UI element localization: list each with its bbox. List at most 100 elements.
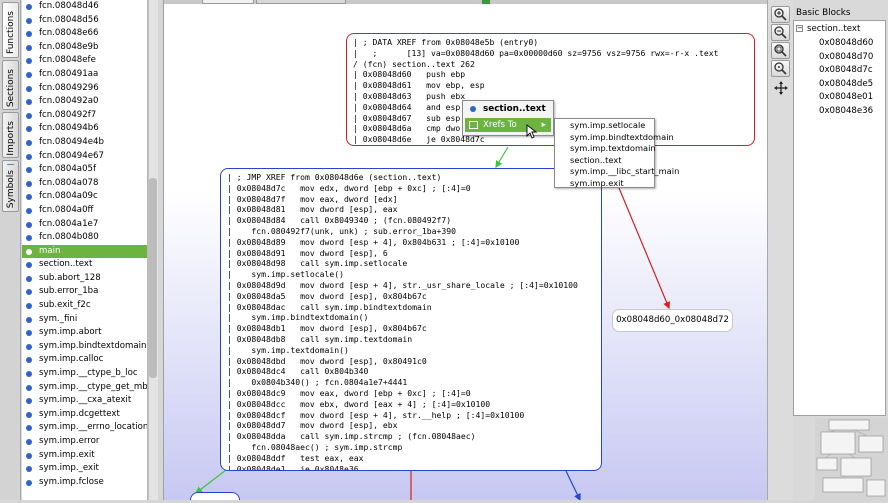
zoom-fit-button[interactable] <box>771 42 790 59</box>
tab-sections[interactable]: Sections <box>2 60 19 110</box>
function-list-item[interactable]: sub.exit_f2c <box>22 299 147 313</box>
graph-view[interactable]: | ; DATA XREF from 0x08048e5b (entry0)| … <box>163 0 767 500</box>
asm-line: | 0x08048db1 mov dword [esp], 0x804b67c <box>227 323 595 334</box>
function-icon <box>26 480 32 486</box>
function-list-item[interactable]: fcn.080494e67 <box>22 150 147 164</box>
basic-block-item[interactable]: 0x08048d60 <box>819 38 873 48</box>
function-list-item[interactable]: fcn.080494e4b <box>22 136 147 150</box>
function-icon <box>26 317 32 323</box>
move-icon <box>774 81 788 95</box>
edge-false <box>619 188 669 308</box>
function-list-item[interactable]: fcn.0804a05f <box>22 163 147 177</box>
function-list-item[interactable]: section..text <box>22 258 147 272</box>
function-icon <box>26 72 32 78</box>
function-name: fcn.08048efe <box>39 55 96 65</box>
zoom-out-button[interactable] <box>771 24 790 41</box>
function-icon <box>26 249 32 255</box>
function-list-item[interactable]: fcn.08049296 <box>22 82 147 96</box>
function-icon <box>26 86 32 92</box>
function-list-item[interactable]: sym.imp.exit <box>22 449 147 463</box>
asm-line: | ; [13] va=0x08048d60 pa=0x00000d60 sz=… <box>353 48 748 59</box>
tab-functions[interactable]: Functions <box>2 2 19 58</box>
function-list-item[interactable]: fcn.0804a078 <box>22 177 147 191</box>
tree-root[interactable]: −section..text <box>796 24 860 34</box>
asm-line: | 0x0804b340() ; fcn.0804a1e7+4441 <box>227 377 595 388</box>
function-list-item[interactable]: fcn.0804a09c <box>22 190 147 204</box>
function-list-item[interactable]: main <box>22 245 147 259</box>
zoom-reset-button[interactable] <box>771 60 790 77</box>
asm-line: | 0x08048dc4 call 0x804b340 <box>227 366 595 377</box>
function-list-item[interactable]: sub.error_1ba <box>22 285 147 299</box>
function-list-item[interactable]: fcn.080491aa <box>22 68 147 82</box>
context-menu: section..text Xrefs To ▸ <box>462 100 554 136</box>
asm-line: | 0x08048dcf mov dword [esp + 4], str.__… <box>227 410 595 421</box>
function-list-item[interactable]: fcn.0804a0ff <box>22 204 147 218</box>
submenu-item[interactable]: section..text <box>555 155 654 167</box>
function-list-item[interactable]: sym.imp.fclose <box>22 476 147 490</box>
function-name: fcn.08048e66 <box>39 28 99 38</box>
function-list-item[interactable]: sym._fini <box>22 313 147 327</box>
basic-block-item[interactable]: 0x08048de5 <box>819 79 873 89</box>
scrollbar-thumb[interactable] <box>149 178 157 378</box>
function-list-item[interactable]: fcn.08048e66 <box>22 27 147 41</box>
function-list-item[interactable]: sym.imp._exit <box>22 462 147 476</box>
asm-line: | 0x08048ddf test eax, eax <box>227 453 595 464</box>
collapse-icon[interactable]: − <box>796 25 803 32</box>
submenu-item[interactable]: sym.imp.exit <box>555 178 654 190</box>
function-list-item[interactable]: sub.abort_128 <box>22 272 147 286</box>
function-icon <box>26 276 32 282</box>
zoom-in-icon <box>772 7 789 22</box>
function-list-item[interactable]: sym.imp.error <box>22 435 147 449</box>
submenu-item[interactable]: sym.imp.__libc_start_main <box>555 166 654 178</box>
basic-block-item[interactable]: 0x08048e01 <box>819 92 873 102</box>
function-list-item[interactable]: fcn.080492a0 <box>22 95 147 109</box>
function-icon <box>26 357 32 363</box>
function-icon <box>26 18 32 24</box>
asm-line: | 0x08048de1 je 0x8048e36 <box>227 464 595 471</box>
asm-line: | 0x08048dac call sym.imp.bindtextdomain <box>227 302 595 313</box>
function-icon <box>26 167 32 173</box>
menu-item-xrefs-to[interactable]: Xrefs To ▸ <box>465 118 551 132</box>
submenu-item[interactable]: sym.imp.setlocale <box>555 120 654 132</box>
function-name: sub.error_1ba <box>39 286 98 296</box>
graph-node-small[interactable]: 0x08048d60_0x08048d72 <box>612 309 733 332</box>
function-icon <box>26 303 32 309</box>
function-icon <box>26 4 32 10</box>
tab-imports[interactable]: Imports <box>2 112 19 158</box>
basic-block-item[interactable]: 0x08048e36 <box>819 106 873 116</box>
graph-node-main-block[interactable]: | ; JMP XREF from 0x08048d6e (section..t… <box>220 168 602 471</box>
function-list-item[interactable]: sym.imp.abort <box>22 326 147 340</box>
submenu-item[interactable]: sym.imp.textdomain <box>555 143 654 155</box>
graph-minimap[interactable] <box>815 418 888 500</box>
function-list-item[interactable]: fcn.08048e9b <box>22 41 147 55</box>
function-list-item[interactable]: fcn.080492f7 <box>22 109 147 123</box>
function-list-item[interactable]: sym.imp.__ctype_get_mb_cur_max <box>22 381 147 395</box>
tab-symbols[interactable]: Symbols <box>2 160 19 212</box>
function-icon <box>26 140 32 146</box>
basic-block-item[interactable]: 0x08048d70 <box>819 52 873 62</box>
graph-node-partial[interactable] <box>190 492 240 500</box>
function-list-item[interactable]: sym.imp.__errno_location <box>22 421 147 435</box>
function-list-item[interactable]: fcn.0804a1e7 <box>22 218 147 232</box>
zoom-in-button[interactable] <box>771 6 790 23</box>
minimap-overview <box>815 418 888 500</box>
submenu-item[interactable]: sym.imp.bindtextdomain <box>555 132 654 144</box>
function-list-item[interactable]: fcn.08048d56 <box>22 14 147 28</box>
function-list-item[interactable]: sym.imp.dcgettext <box>22 408 147 422</box>
function-list-item[interactable]: sym.imp.__ctype_b_loc <box>22 367 147 381</box>
function-list-item[interactable]: sym.imp.calloc <box>22 353 147 367</box>
function-list-item[interactable]: fcn.0804b080 <box>22 231 147 245</box>
function-list-item[interactable]: fcn.08048d46 <box>22 0 147 14</box>
asm-line: | 0x08048d60 push ebp <box>353 69 748 80</box>
function-icon <box>26 208 32 214</box>
function-list-item[interactable]: fcn.08048efe <box>22 54 147 68</box>
function-list-item[interactable]: sym.imp.bindtextdomain <box>22 340 147 354</box>
basic-blocks-tree[interactable]: −section..text 0x08048d60 0x08048d70 0x080… <box>793 20 886 416</box>
basic-block-item[interactable]: 0x08048d7c <box>819 65 873 75</box>
function-name: fcn.08048d46 <box>39 1 99 11</box>
function-name: sub.abort_128 <box>39 273 101 283</box>
move-button[interactable] <box>774 81 788 95</box>
function-list-item[interactable]: fcn.080494b6 <box>22 122 147 136</box>
function-list-item[interactable]: sym.imp.__cxa_atexit <box>22 394 147 408</box>
